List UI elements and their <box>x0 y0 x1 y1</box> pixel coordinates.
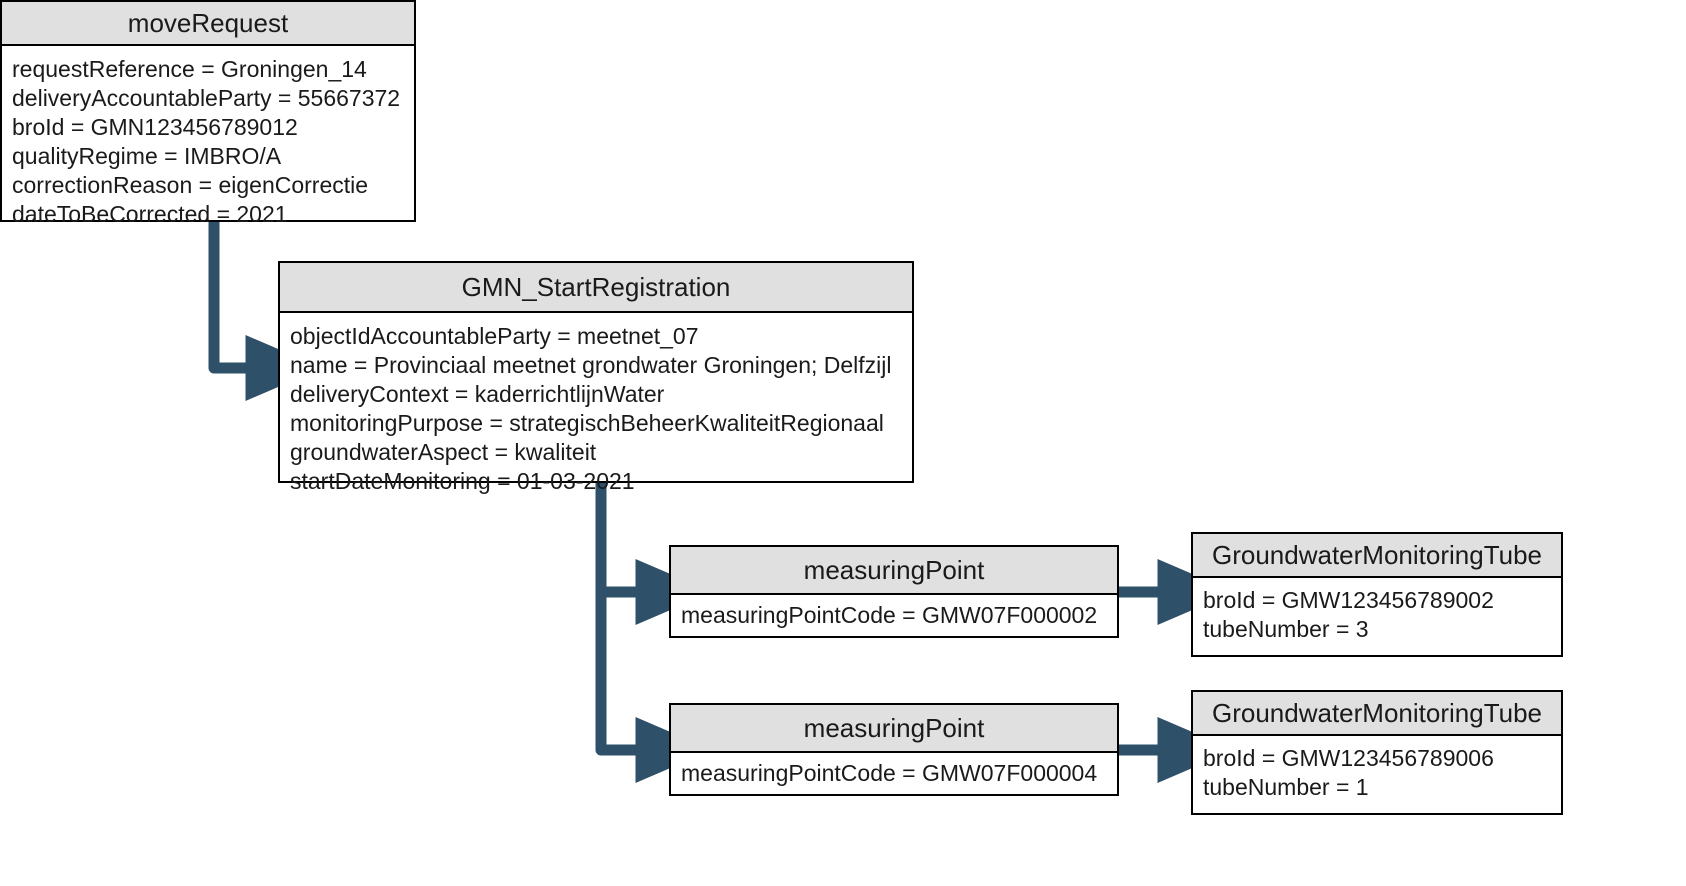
object-box-measuring-point-1[interactable]: measuringPoint measuringPointCode = GMW0… <box>669 545 1119 638</box>
attribute-row: deliveryContext = kaderrichtlijnWater <box>290 381 665 407</box>
attribute-row: monitoringPurpose = strategischBeheerKwa… <box>290 410 884 436</box>
attribute-row: name = Provinciaal meetnet grondwater Gr… <box>290 352 892 378</box>
object-box-gmn-start-registration[interactable]: GMN_StartRegistration objectIdAccountabl… <box>278 261 914 494</box>
object-box-groundwater-monitoring-tube-2-attributes: broId = GMW123456789006 tubeNumber = 1 <box>1193 736 1561 813</box>
attribute-row: measuringPointCode = GMW07F000002 <box>681 602 1098 628</box>
object-box-measuring-point-2-attributes: measuringPointCode = GMW07F000004 <box>671 753 1117 794</box>
object-box-measuring-point-2[interactable]: measuringPoint measuringPointCode = GMW0… <box>669 703 1119 796</box>
object-box-gmn-start-registration-title: GMN_StartRegistration <box>280 263 912 313</box>
connector-gmn-start-to-measuring-point-1 <box>595 483 713 625</box>
object-box-measuring-point-1-title: measuringPoint <box>671 547 1117 595</box>
object-box-measuring-point-2-title: measuringPoint <box>671 705 1117 753</box>
attribute-row: deliveryAccountableParty = 55667372 <box>12 85 401 111</box>
attribute-row: groundwaterAspect = kwaliteit <box>290 439 597 465</box>
object-box-move-request[interactable]: moveRequest requestReference = Groningen… <box>0 0 416 227</box>
attribute-row: correctionReason = eigenCorrectie <box>12 172 369 198</box>
object-box-groundwater-monitoring-tube-2[interactable]: GroundwaterMonitoringTube broId = GMW123… <box>1191 690 1563 815</box>
attribute-row: startDateMonitoring = 01-03-2021 <box>290 468 635 494</box>
object-box-groundwater-monitoring-tube-1-title: GroundwaterMonitoringTube <box>1193 534 1561 578</box>
attribute-row: requestReference = Groningen_14 <box>12 56 367 82</box>
object-box-move-request-attributes: requestReference = Groningen_14 delivery… <box>2 46 414 227</box>
attribute-row: broId = GMW123456789002 <box>1203 587 1494 613</box>
attribute-row: tubeNumber = 1 <box>1203 774 1369 800</box>
object-box-groundwater-monitoring-tube-1[interactable]: GroundwaterMonitoringTube broId = GMW123… <box>1191 532 1563 657</box>
object-box-gmn-start-registration-attributes: objectIdAccountableParty = meetnet_07 na… <box>280 313 912 494</box>
object-box-groundwater-monitoring-tube-1-attributes: broId = GMW123456789002 tubeNumber = 3 <box>1193 578 1561 655</box>
attribute-row: objectIdAccountableParty = meetnet_07 <box>290 323 699 349</box>
object-box-groundwater-monitoring-tube-2-title: GroundwaterMonitoringTube <box>1193 692 1561 736</box>
connector-move-request-to-gmn-start <box>208 222 323 401</box>
attribute-row: tubeNumber = 3 <box>1203 616 1369 642</box>
attribute-row: measuringPointCode = GMW07F000004 <box>681 760 1098 786</box>
attribute-row: broId = GMW123456789006 <box>1203 745 1494 771</box>
attribute-row: dateToBeCorrected = 2021 <box>12 201 288 227</box>
attribute-row: qualityRegime = IMBRO/A <box>12 143 282 169</box>
object-box-measuring-point-1-attributes: measuringPointCode = GMW07F000002 <box>671 595 1117 636</box>
attribute-row: broId = GMN123456789012 <box>12 114 298 140</box>
object-box-move-request-title: moveRequest <box>2 2 414 46</box>
connector-gmn-start-to-measuring-point-2 <box>595 483 713 783</box>
